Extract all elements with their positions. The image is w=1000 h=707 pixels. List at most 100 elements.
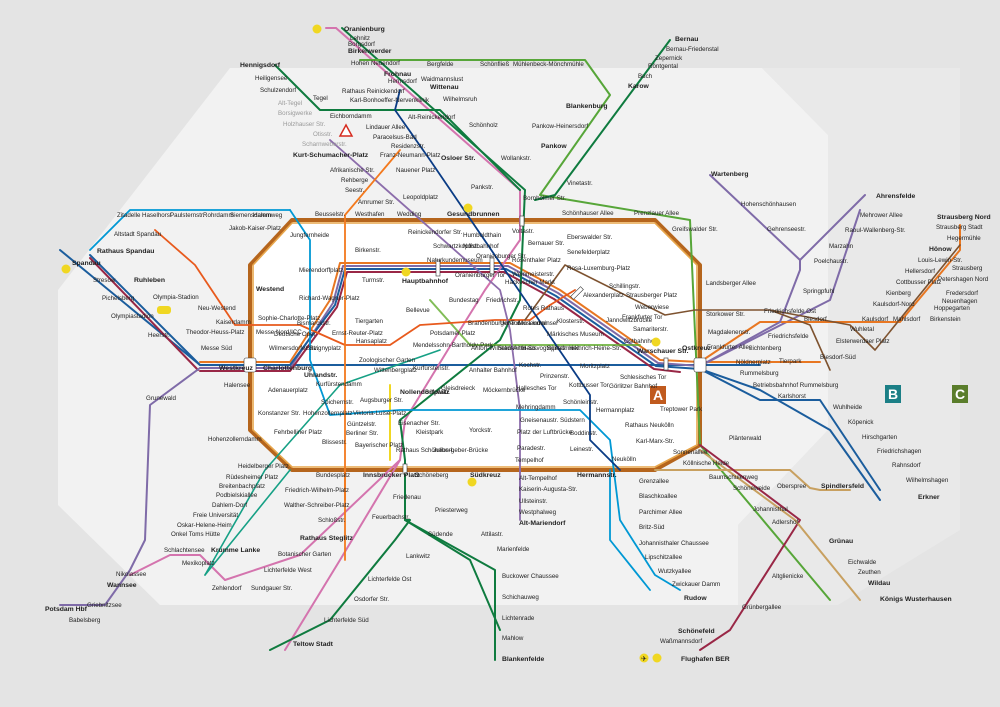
svg-text:Yorckstr.: Yorckstr.: [469, 427, 493, 434]
svg-text:✈: ✈: [641, 655, 647, 663]
svg-text:Lichtenberg: Lichtenberg: [749, 345, 782, 352]
svg-text:Unter den Linden: Unter den Linden: [500, 320, 548, 327]
svg-text:Wedding: Wedding: [397, 211, 422, 218]
svg-text:Mierendorffplatz: Mierendorffplatz: [299, 267, 343, 274]
svg-text:Marzahn: Marzahn: [829, 243, 854, 250]
svg-text:Sundgauer Str.: Sundgauer Str.: [251, 585, 293, 592]
svg-text:Naturkundemuseum: Naturkundemuseum: [427, 257, 483, 264]
svg-text:Kurfürstenstr.: Kurfürstenstr.: [413, 365, 450, 372]
svg-text:Reinickendorfer Str.: Reinickendorfer Str.: [408, 229, 463, 236]
station-ostkreuz[interactable]: [693, 357, 707, 373]
svg-text:Spittelmarkt: Spittelmarkt: [547, 345, 580, 352]
svg-text:Möckernbrücke: Möckernbrücke: [483, 387, 526, 394]
svg-text:Holzhauser Str.: Holzhauser Str.: [283, 121, 326, 128]
svg-text:Treptower Park: Treptower Park: [660, 406, 703, 413]
svg-text:Bernau-Friedenstal: Bernau-Friedenstal: [666, 46, 719, 53]
svg-text:Wildau: Wildau: [868, 580, 890, 587]
svg-text:Pankow-Heinersdorf: Pankow-Heinersdorf: [532, 123, 588, 130]
svg-text:Schönefeld: Schönefeld: [678, 628, 715, 635]
svg-text:Voltastr.: Voltastr.: [512, 228, 534, 235]
svg-text:Schönfließ: Schönfließ: [480, 61, 509, 68]
svg-text:Mehrower Allee: Mehrower Allee: [860, 212, 903, 219]
s7-ahrensfelde: [699, 194, 866, 367]
svg-text:Halemweg: Halemweg: [253, 212, 283, 219]
svg-text:Wilmersdorfer Str.: Wilmersdorfer Str.: [269, 345, 319, 352]
svg-text:Westkreuz: Westkreuz: [219, 365, 253, 372]
svg-text:B: B: [888, 386, 898, 402]
svg-text:Rathaus Neukölln: Rathaus Neukölln: [625, 422, 674, 429]
svg-text:Wilhelmshagen: Wilhelmshagen: [906, 477, 949, 484]
svg-text:Jakob-Kaiser-Platz: Jakob-Kaiser-Platz: [229, 225, 281, 232]
svg-text:Fredersdorf: Fredersdorf: [946, 290, 978, 297]
station-gesundbrunnen[interactable]: [519, 215, 525, 227]
svg-text:Birkenstr.: Birkenstr.: [355, 247, 381, 254]
svg-text:Charlottenburg: Charlottenburg: [263, 365, 312, 372]
svg-text:Wuhletal: Wuhletal: [850, 326, 874, 333]
svg-text:Grunewald: Grunewald: [146, 395, 176, 402]
svg-text:Potsdam Hbf: Potsdam Hbf: [45, 606, 88, 613]
s9-spandau-branch: [89, 257, 199, 371]
ringbahn-inner: [252, 222, 698, 468]
svg-text:Beusselstr.: Beusselstr.: [315, 211, 346, 218]
svg-text:Wannsee: Wannsee: [107, 582, 137, 589]
station-friedrichstr[interactable]: [489, 257, 495, 275]
svg-text:Lankwitz: Lankwitz: [406, 553, 430, 560]
svg-text:Turmstr.: Turmstr.: [362, 277, 385, 284]
svg-text:Mahlsdorf: Mahlsdorf: [893, 316, 920, 323]
svg-text:Neu-Westend: Neu-Westend: [198, 305, 236, 312]
svg-text:Bismarckstr.: Bismarckstr.: [297, 320, 331, 327]
svg-text:Wittenbergplatz: Wittenbergplatz: [374, 367, 417, 374]
station-warschauer-str[interactable]: [663, 357, 669, 371]
svg-text:Haselhorst: Haselhorst: [142, 212, 172, 219]
station-hauptbahnhof[interactable]: [435, 259, 441, 277]
svg-text:Rohrdamm: Rohrdamm: [203, 212, 234, 219]
u7-line: [289, 209, 681, 591]
svg-text:Museumsinsel: Museumsinsel: [518, 320, 558, 327]
svg-text:Schlesisches Tor: Schlesisches Tor: [620, 374, 666, 381]
svg-text:Gesundbrunnen: Gesundbrunnen: [447, 211, 500, 218]
olympiastadion-icon: [157, 306, 171, 314]
svg-text:Frankfurter Tor: Frankfurter Tor: [622, 314, 662, 321]
svg-text:Eichborndamm: Eichborndamm: [330, 113, 372, 120]
svg-text:Birkenwerder: Birkenwerder: [348, 48, 392, 55]
svg-text:Strausberg Stadt: Strausberg Stadt: [936, 224, 983, 231]
u8-line: [394, 89, 621, 471]
svg-text:Schulzendorf: Schulzendorf: [260, 87, 296, 94]
svg-text:Leinestr.: Leinestr.: [570, 446, 594, 453]
svg-text:Buckower Chaussee: Buckower Chaussee: [502, 573, 559, 580]
station-alexanderplatz[interactable]: [570, 286, 584, 300]
u1-line: [429, 299, 641, 346]
station-suedkreuz[interactable]: [402, 463, 408, 475]
svg-text:Amrumer Str.: Amrumer Str.: [358, 199, 395, 206]
zone-b-badge: B: [885, 385, 901, 403]
s3-erkner: [699, 368, 881, 491]
svg-text:Rudow: Rudow: [684, 595, 707, 602]
svg-text:Prinzenstr.: Prinzenstr.: [540, 373, 570, 380]
station-westkreuz[interactable]: [243, 357, 257, 373]
svg-text:Mühlenbeck-Mönchmühle: Mühlenbeck-Mönchmühle: [513, 61, 584, 68]
svg-text:Ullsteinstr.: Ullsteinstr.: [519, 498, 548, 505]
svg-text:Strausberg Nord: Strausberg Nord: [937, 214, 991, 221]
svg-text:Eberswalder Str.: Eberswalder Str.: [567, 234, 613, 241]
svg-text:Storkower Str.: Storkower Str.: [706, 311, 745, 318]
svg-text:Vinetastr.: Vinetastr.: [567, 180, 593, 187]
svg-text:Friedrichsfelde Ost: Friedrichsfelde Ost: [764, 308, 816, 315]
svg-text:Gehrenseestr.: Gehrenseestr.: [767, 226, 806, 233]
svg-text:Märkisches Museum: Märkisches Museum: [547, 331, 604, 338]
zone-c-area: [738, 68, 960, 605]
svg-text:Olympia-Stadion: Olympia-Stadion: [153, 294, 199, 301]
u5-hoenow: [769, 244, 961, 351]
svg-text:Oranienburger Tor: Oranienburger Tor: [455, 272, 505, 279]
svg-text:Nordbahnhof: Nordbahnhof: [463, 243, 499, 250]
svg-text:Grünbergallee: Grünbergallee: [742, 604, 782, 611]
svg-text:Innsbrucker Platz: Innsbrucker Platz: [363, 472, 420, 479]
svg-text:Nauener Platz: Nauener Platz: [396, 167, 435, 174]
svg-text:Osloer Str.: Osloer Str.: [441, 155, 475, 162]
label-oranienburg[interactable]: Oranienburg: [344, 26, 385, 33]
svg-text:Nollendorfplatz: Nollendorfplatz: [400, 389, 450, 396]
svg-text:Eichwalde: Eichwalde: [848, 559, 877, 566]
svg-text:Friedrichshagen: Friedrichshagen: [877, 448, 922, 455]
svg-text:Babelsberg: Babelsberg: [69, 617, 101, 624]
svg-text:Hohenzollernplatz: Hohenzollernplatz: [303, 410, 353, 417]
svg-text:Schloßstr.: Schloßstr.: [318, 517, 346, 524]
